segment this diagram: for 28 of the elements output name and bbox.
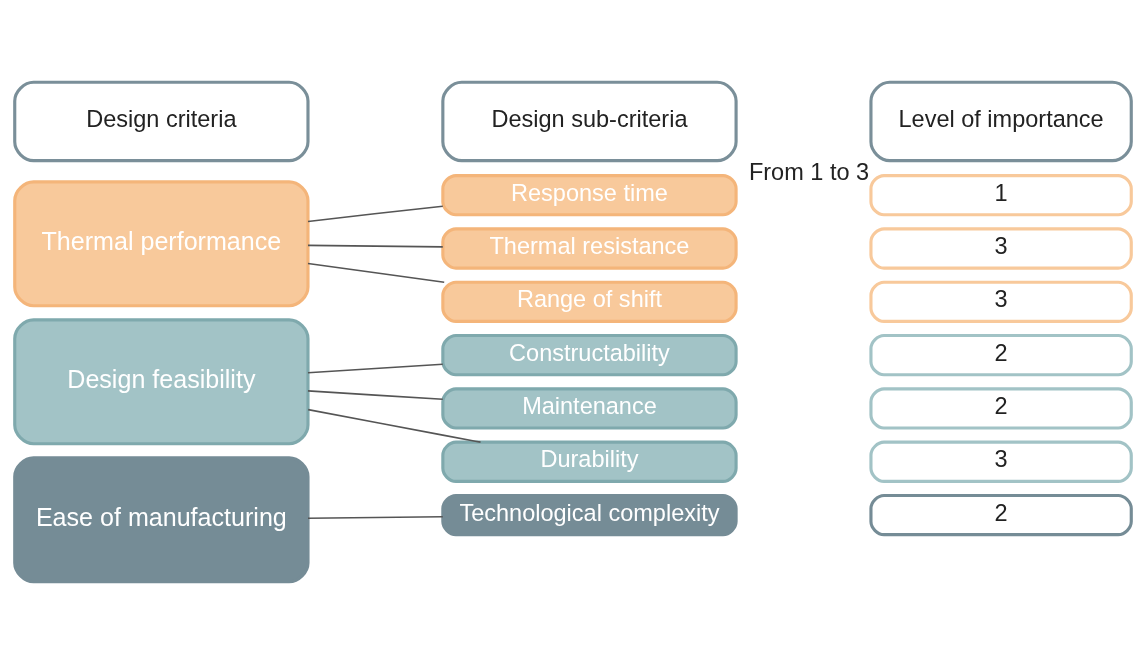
node-box: 2	[869, 387, 1133, 430]
node-box: Technological complexity	[441, 493, 738, 537]
connector	[307, 205, 444, 223]
node-box: Ease of manufacturing	[13, 456, 310, 584]
node-box: Design criteria	[13, 80, 310, 163]
node-box: Level of importance	[869, 80, 1133, 163]
node-box: Thermal resistance	[441, 227, 738, 270]
node-box: Range of shift	[441, 280, 738, 323]
node-box: Maintenance	[441, 387, 738, 430]
connector	[307, 262, 445, 283]
connector	[307, 390, 444, 401]
node-box: 1	[869, 174, 1133, 217]
connector	[307, 363, 444, 374]
node-box: 3	[869, 227, 1133, 270]
node-box: Thermal performance	[13, 180, 310, 308]
node-box: Design sub-criteria	[441, 80, 738, 163]
connector	[307, 515, 444, 519]
node-box: Design feasibility	[13, 318, 310, 446]
node-box: Durability	[441, 440, 738, 483]
connector	[307, 408, 482, 443]
node-box: 2	[869, 333, 1133, 377]
node-box: Response time	[441, 174, 738, 217]
node-box: 3	[869, 440, 1133, 483]
connector	[307, 244, 444, 248]
node-box: Constructability	[441, 333, 738, 377]
node-box: 2	[869, 493, 1133, 537]
node-label: From 1 to 3	[748, 158, 870, 185]
node-box: 3	[869, 280, 1133, 323]
